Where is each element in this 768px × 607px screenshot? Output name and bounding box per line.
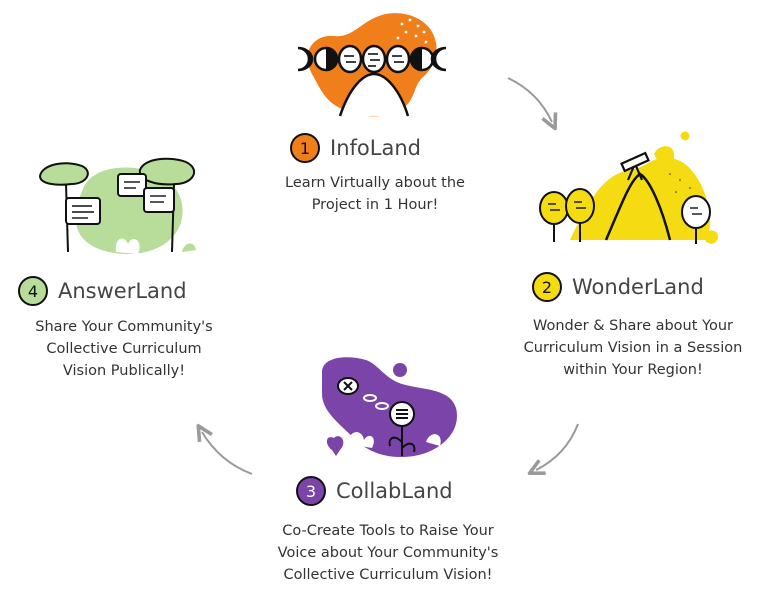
arrow-2-to-3 (536, 423, 579, 470)
white-leaves-icon (348, 432, 441, 448)
flower-icon (388, 401, 416, 456)
trail-icon (363, 394, 389, 410)
face-lines-icon (344, 53, 404, 67)
stage-name: WonderLand (572, 275, 704, 299)
speech-bubbles-icon (65, 173, 175, 225)
purple-dot (393, 363, 407, 377)
answerland-illustration (38, 157, 196, 254)
stage-collabland-title: 3 CollabLand (296, 476, 453, 506)
moon-phases-icon (297, 44, 447, 74)
green-leaf-icon (182, 243, 196, 252)
stage-wonderland-title: 2 WonderLand (532, 272, 704, 302)
trees-icon (539, 188, 711, 244)
stage-badge-3: 3 (296, 476, 326, 506)
stage-wonderland-description: Wonder & Share about Your Curriculum Vis… (523, 318, 743, 378)
stage-answerland-title: 4 AnswerLand (18, 276, 187, 306)
yellow-mountain (570, 157, 711, 240)
green-trees-icon (38, 157, 196, 253)
stage-collabland-description: Co-Create Tools to Raise Your Voice abou… (277, 523, 499, 583)
stage-badge-1: 1 (290, 133, 320, 163)
dots-icon (396, 18, 428, 44)
stage-name: AnswerLand (58, 279, 187, 303)
infoland-illustration (297, 13, 447, 117)
stage-badge-2: 2 (532, 272, 562, 302)
stage-answerland-description: Share Your Community's Collective Curric… (35, 319, 213, 379)
stage-name: CollabLand (336, 479, 453, 503)
bug-icon (337, 377, 359, 395)
bubble-text-lines (72, 181, 166, 219)
purple-heart-icon (326, 436, 344, 456)
stage-infoland-title: 1 InfoLand (290, 133, 421, 163)
wonderland-illustration (539, 131, 719, 244)
stage-infoland-description: Learn Virtually about the Project in 1 H… (285, 175, 465, 213)
stage-name: InfoLand (330, 136, 421, 160)
collabland-illustration (322, 357, 457, 458)
hill-icon (338, 72, 410, 117)
white-leaves-icon (115, 238, 140, 254)
telescope-icon (620, 151, 650, 181)
yellow-leaf-icon (705, 230, 719, 244)
arrow-3-to-4 (202, 432, 253, 475)
yellow-dot (680, 131, 690, 141)
arrow-1-to-2 (507, 77, 552, 122)
stage-badge-4: 4 (18, 276, 48, 306)
tree-face-lines (548, 201, 702, 215)
